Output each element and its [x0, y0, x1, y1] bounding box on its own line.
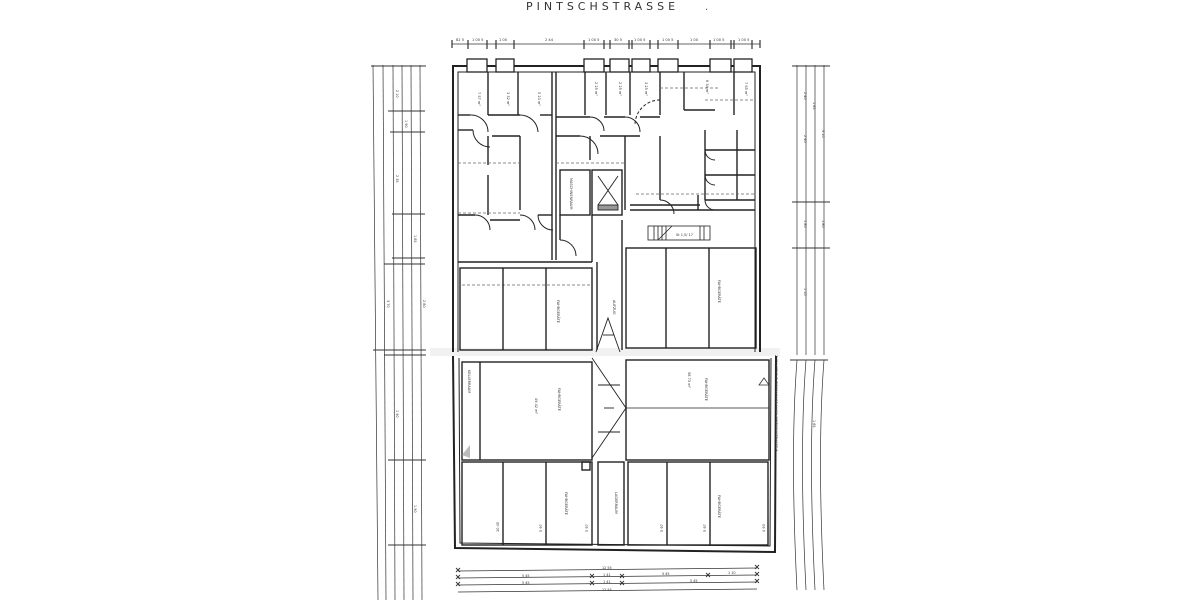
svg-text:7 65 m²: 7 65 m²: [744, 82, 748, 96]
mid-cellar-walls: [459, 247, 757, 351]
svg-text:1 85: 1 85: [413, 235, 417, 243]
svg-text:5 97: 5 97: [585, 524, 589, 532]
svg-text:LAGERRAUM: LAGERRAUM: [614, 492, 618, 514]
room-labels: 7 57 m² 3 32 m² 5 23 m² 2 25 m² 2 25 m² …: [467, 80, 766, 532]
svg-text:2 25 m²: 2 25 m²: [618, 82, 622, 96]
svg-text:49 42 m²: 49 42 m²: [534, 398, 538, 415]
svg-text:2 10: 2 10: [395, 90, 399, 98]
svg-text:FAHRGERÄTE: FAHRGERÄTE: [564, 492, 569, 515]
svg-text:4 93: 4 93: [762, 524, 766, 532]
svg-text:2 35: 2 35: [395, 175, 399, 183]
svg-text:5 45: 5 45: [690, 579, 698, 583]
lower-halls-walls: [461, 359, 770, 461]
svg-text:1 10: 1 10: [728, 571, 736, 575]
svg-text:5 97: 5 97: [539, 524, 543, 532]
svg-text:3 10: 3 10: [821, 130, 825, 138]
svg-text:6 34 m²: 6 34 m²: [705, 80, 709, 94]
svg-text:1 85: 1 85: [812, 420, 816, 428]
svg-text:10 45: 10 45: [496, 522, 500, 532]
svg-text:30 5: 30 5: [614, 38, 622, 42]
svg-text:FAHRGERÄTE: FAHRGERÄTE: [704, 378, 709, 401]
svg-text:7 57 m²: 7 57 m²: [477, 92, 481, 106]
svg-text:2 44: 2 44: [545, 38, 554, 42]
svg-text:1 00 5: 1 00 5: [472, 38, 483, 42]
svg-text:FAHRGERÄTE: FAHRGERÄTE: [557, 388, 562, 411]
bottom-dimension-chains: [455, 564, 760, 593]
svg-text:12 55: 12 55: [602, 566, 612, 570]
facade-window-bays: [466, 58, 753, 73]
street-title: PINTSCHSTRASSE: [526, 0, 680, 13]
svg-text:2 25 m²: 2 25 m²: [594, 82, 598, 96]
svg-text:MASCHINENRAUM: MASCHINENRAUM: [569, 178, 573, 209]
svg-text:82 5: 82 5: [456, 38, 464, 42]
svg-text:FAHRGERÄTE: FAHRGERÄTE: [717, 495, 722, 518]
svg-text:1 00 5: 1 00 5: [662, 38, 673, 42]
top-dimension-chain: [451, 40, 761, 49]
dashed-beam-lines: [458, 87, 770, 463]
mid-cellar-ramps: [595, 316, 621, 353]
svg-text:2 40: 2 40: [803, 92, 807, 100]
svg-text:1 00: 1 00: [499, 38, 508, 42]
left-dimension-chains: [371, 64, 426, 601]
left-dimension-labels: 2 10 1 90 2 35 1 85 3 70 2 80 1 90 1 90: [386, 90, 426, 513]
bottom-dimension-labels: 12 55 5 45 1 41 5 45 1 10 5 45 1 41 5 45…: [522, 566, 736, 592]
lift-shaft: [597, 175, 619, 211]
svg-text:FAHRGERÄTE: FAHRGERÄTE: [717, 280, 722, 303]
right-dimension-labels: 2 40 1 85 2 40 3 10 1 80 1 80 1 10 1 85: [803, 92, 825, 428]
bottom-cellar-walls: [461, 461, 769, 546]
svg-text:1 90: 1 90: [404, 120, 408, 128]
svg-text:FAHRGERÄTE: FAHRGERÄTE: [556, 300, 561, 323]
svg-text:3 32 m²: 3 32 m²: [506, 92, 510, 106]
svg-text:3 70: 3 70: [386, 300, 390, 308]
svg-text:1 00 5: 1 00 5: [713, 38, 724, 42]
svg-text:KELLERRAUM: KELLERRAUM: [467, 370, 471, 393]
right-dimension-chains: [790, 65, 830, 591]
svg-text:1 00 5: 1 00 5: [588, 38, 599, 42]
svg-text:1 41: 1 41: [603, 580, 611, 584]
side-access-note: ZUFAHRT ZUR TIEFGARAGE NACH PINTSCHSTRAS…: [774, 355, 778, 452]
svg-text:5 45: 5 45: [522, 581, 530, 585]
svg-text:1 80: 1 80: [821, 220, 825, 228]
svg-text:5 45: 5 45: [522, 574, 530, 578]
interior-walls-upper: [458, 72, 755, 263]
north-marker-icon: [758, 377, 770, 386]
svg-text:5 23 m²: 5 23 m²: [537, 92, 541, 106]
svg-text:58 73 m²: 58 73 m²: [687, 372, 691, 389]
svg-text:5 97: 5 97: [703, 524, 707, 532]
title-dot: .: [705, 2, 709, 13]
svg-text:1 90: 1 90: [395, 410, 399, 418]
svg-text:3 25 m²: 3 25 m²: [644, 82, 648, 96]
staircase: [647, 225, 711, 241]
svg-text:1 00: 1 00: [690, 38, 699, 42]
svg-text:1 00 5: 1 00 5: [738, 38, 749, 42]
lower-central-ramp: [591, 357, 627, 459]
svg-text:12 55: 12 55: [602, 588, 612, 592]
door-swings: [469, 99, 716, 257]
paper-fold: [430, 348, 780, 356]
svg-text:St 1,5/ 17: St 1,5/ 17: [676, 233, 693, 237]
top-dimension-labels: 82 5 1 00 5 1 00 2 44 1 00 5 30 5 1 00 5…: [456, 38, 749, 42]
corner-hatch: [462, 445, 470, 458]
svg-text:1 10: 1 10: [803, 288, 807, 296]
svg-text:1 80: 1 80: [803, 220, 807, 228]
svg-text:5 45: 5 45: [662, 572, 670, 576]
svg-text:5 97: 5 97: [660, 524, 664, 532]
svg-text:2 80: 2 80: [422, 300, 426, 308]
svg-text:1 85: 1 85: [812, 102, 816, 110]
svg-text:2 40: 2 40: [803, 135, 807, 143]
svg-text:AUFZUG: AUFZUG: [612, 300, 616, 315]
svg-text:1 90: 1 90: [413, 505, 417, 513]
svg-text:1 41: 1 41: [603, 573, 611, 577]
svg-text:1 00 5: 1 00 5: [634, 38, 645, 42]
